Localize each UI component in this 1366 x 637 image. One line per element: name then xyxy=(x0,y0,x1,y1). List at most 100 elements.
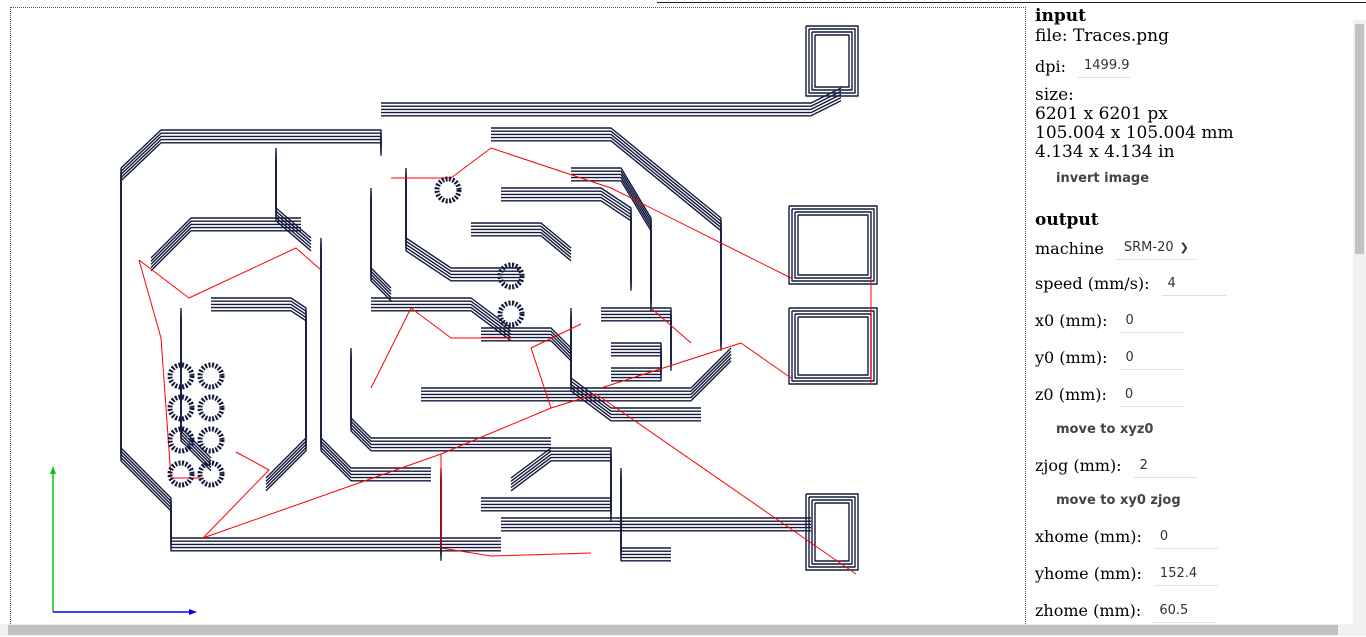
yhome-label: yhome (mm): xyxy=(1035,564,1142,583)
size-px: 6201 x 6201 px xyxy=(1035,104,1168,124)
settings-panel: input file: Traces.png dpi: 1499.9 size:… xyxy=(1035,6,1345,636)
yhome-input[interactable]: 152.4 xyxy=(1153,562,1218,586)
move-to-xyz0-button[interactable]: move to xyz0 xyxy=(1056,422,1154,437)
trace-line xyxy=(471,222,572,249)
toolpath-canvas[interactable] xyxy=(11,8,1027,637)
trace-line xyxy=(150,230,301,272)
xhome-input[interactable]: 0 xyxy=(1153,525,1218,549)
trace-line xyxy=(491,136,722,348)
trace-line xyxy=(211,297,307,479)
connector-outline xyxy=(797,316,869,376)
y0-row: y0 (mm): 0 xyxy=(1035,339,1345,376)
machine-select[interactable]: SRM-20 ❯ xyxy=(1115,236,1197,260)
toolpath-view[interactable] xyxy=(10,7,1026,636)
trace-line xyxy=(471,225,572,252)
trace-line xyxy=(150,217,301,259)
trace-line xyxy=(601,320,672,371)
trace-line xyxy=(350,360,551,452)
jump-line xyxy=(202,393,597,539)
trace-line xyxy=(320,250,431,482)
trace-line xyxy=(381,100,842,117)
trace-line xyxy=(381,93,842,111)
trace-line xyxy=(211,300,307,482)
jump-line xyxy=(600,342,792,389)
trace-line xyxy=(571,180,652,311)
zjog-row: zjog (mm): 2 xyxy=(1035,447,1345,484)
invert-image-button[interactable]: invert image xyxy=(1056,171,1150,186)
trace-line xyxy=(120,171,501,542)
speed-input[interactable]: 4 xyxy=(1161,272,1226,296)
dpi-input[interactable]: 1499.9 xyxy=(1078,54,1130,78)
trace-line xyxy=(275,160,312,252)
move-to-xy0-zjog-button[interactable]: move to xy0 zjog xyxy=(1056,493,1181,508)
x-axis-arrow xyxy=(189,609,197,615)
y0-input[interactable]: 0 xyxy=(1119,346,1184,370)
connector-outline xyxy=(791,208,875,282)
trace-line xyxy=(471,228,572,255)
connector-outline xyxy=(788,205,878,285)
y0-label: y0 (mm): xyxy=(1035,348,1108,367)
connector-outline xyxy=(808,28,856,94)
connector-outline xyxy=(811,499,853,565)
trace-line xyxy=(381,87,842,104)
pad-ring xyxy=(497,262,525,290)
size-mm: 105.004 x 105.004 mm xyxy=(1035,123,1234,143)
trace-line xyxy=(371,297,512,329)
vertical-scrollbar-thumb[interactable] xyxy=(1355,24,1364,254)
input-file-name: file: Traces.png xyxy=(1035,26,1169,46)
z0-input[interactable]: 0 xyxy=(1118,383,1183,407)
machine-row: machine SRM-20 ❯ xyxy=(1035,231,1345,265)
jump-line xyxy=(370,307,511,389)
x0-row: x0 (mm): 0 xyxy=(1035,302,1345,339)
trace-line xyxy=(211,303,307,485)
trace-line xyxy=(370,197,392,299)
trace-line xyxy=(471,231,572,259)
trace-line xyxy=(120,132,382,172)
trace-line xyxy=(180,320,212,472)
trace-line xyxy=(421,360,732,402)
connector-outline xyxy=(797,214,869,276)
horizontal-scrollbar-thumb[interactable] xyxy=(8,625,1338,635)
pad-ring xyxy=(197,394,225,422)
trace-line xyxy=(350,351,551,442)
trace-line xyxy=(370,188,392,289)
z0-label: z0 (mm): xyxy=(1035,385,1107,404)
trace-line xyxy=(120,138,382,179)
trace-line xyxy=(491,133,722,345)
trace-line xyxy=(381,90,842,107)
zhome-label: zhome (mm): xyxy=(1035,601,1142,620)
trace-line xyxy=(510,460,612,521)
trace-line xyxy=(371,300,512,332)
trace-line xyxy=(120,168,501,539)
trace-line xyxy=(570,308,701,409)
x0-input[interactable]: 0 xyxy=(1119,309,1184,333)
trace-line xyxy=(370,194,392,295)
zhome-input[interactable]: 60.5 xyxy=(1153,599,1218,623)
trace-line xyxy=(150,220,301,262)
pad-ring xyxy=(167,426,195,454)
trace-line xyxy=(620,471,671,552)
horizontal-scrollbar[interactable] xyxy=(0,624,1366,636)
connector-outline xyxy=(814,34,850,88)
chevron-down-icon: ❯ xyxy=(1179,241,1189,254)
trace-line xyxy=(370,200,392,302)
zjog-label: zjog (mm): xyxy=(1035,456,1122,475)
connector-outline xyxy=(811,31,853,91)
trace-line xyxy=(471,235,572,262)
connector-outline xyxy=(794,211,872,279)
size-in: 4.134 x 4.134 in xyxy=(1035,142,1175,162)
pad-ring xyxy=(197,362,225,390)
trace-line xyxy=(421,353,732,396)
trace-line xyxy=(620,474,671,556)
trace-line xyxy=(381,96,842,114)
trace-line xyxy=(421,350,732,392)
jump-line xyxy=(595,393,857,575)
trace-line xyxy=(371,303,512,335)
zjog-input[interactable]: 2 xyxy=(1133,454,1198,478)
connector-outline xyxy=(805,493,859,571)
jump-line xyxy=(650,307,692,344)
pad-ring xyxy=(497,300,525,328)
vertical-scrollbar[interactable] xyxy=(1353,20,1366,636)
top-border-line xyxy=(657,2,1366,3)
connector-outline xyxy=(808,496,856,568)
